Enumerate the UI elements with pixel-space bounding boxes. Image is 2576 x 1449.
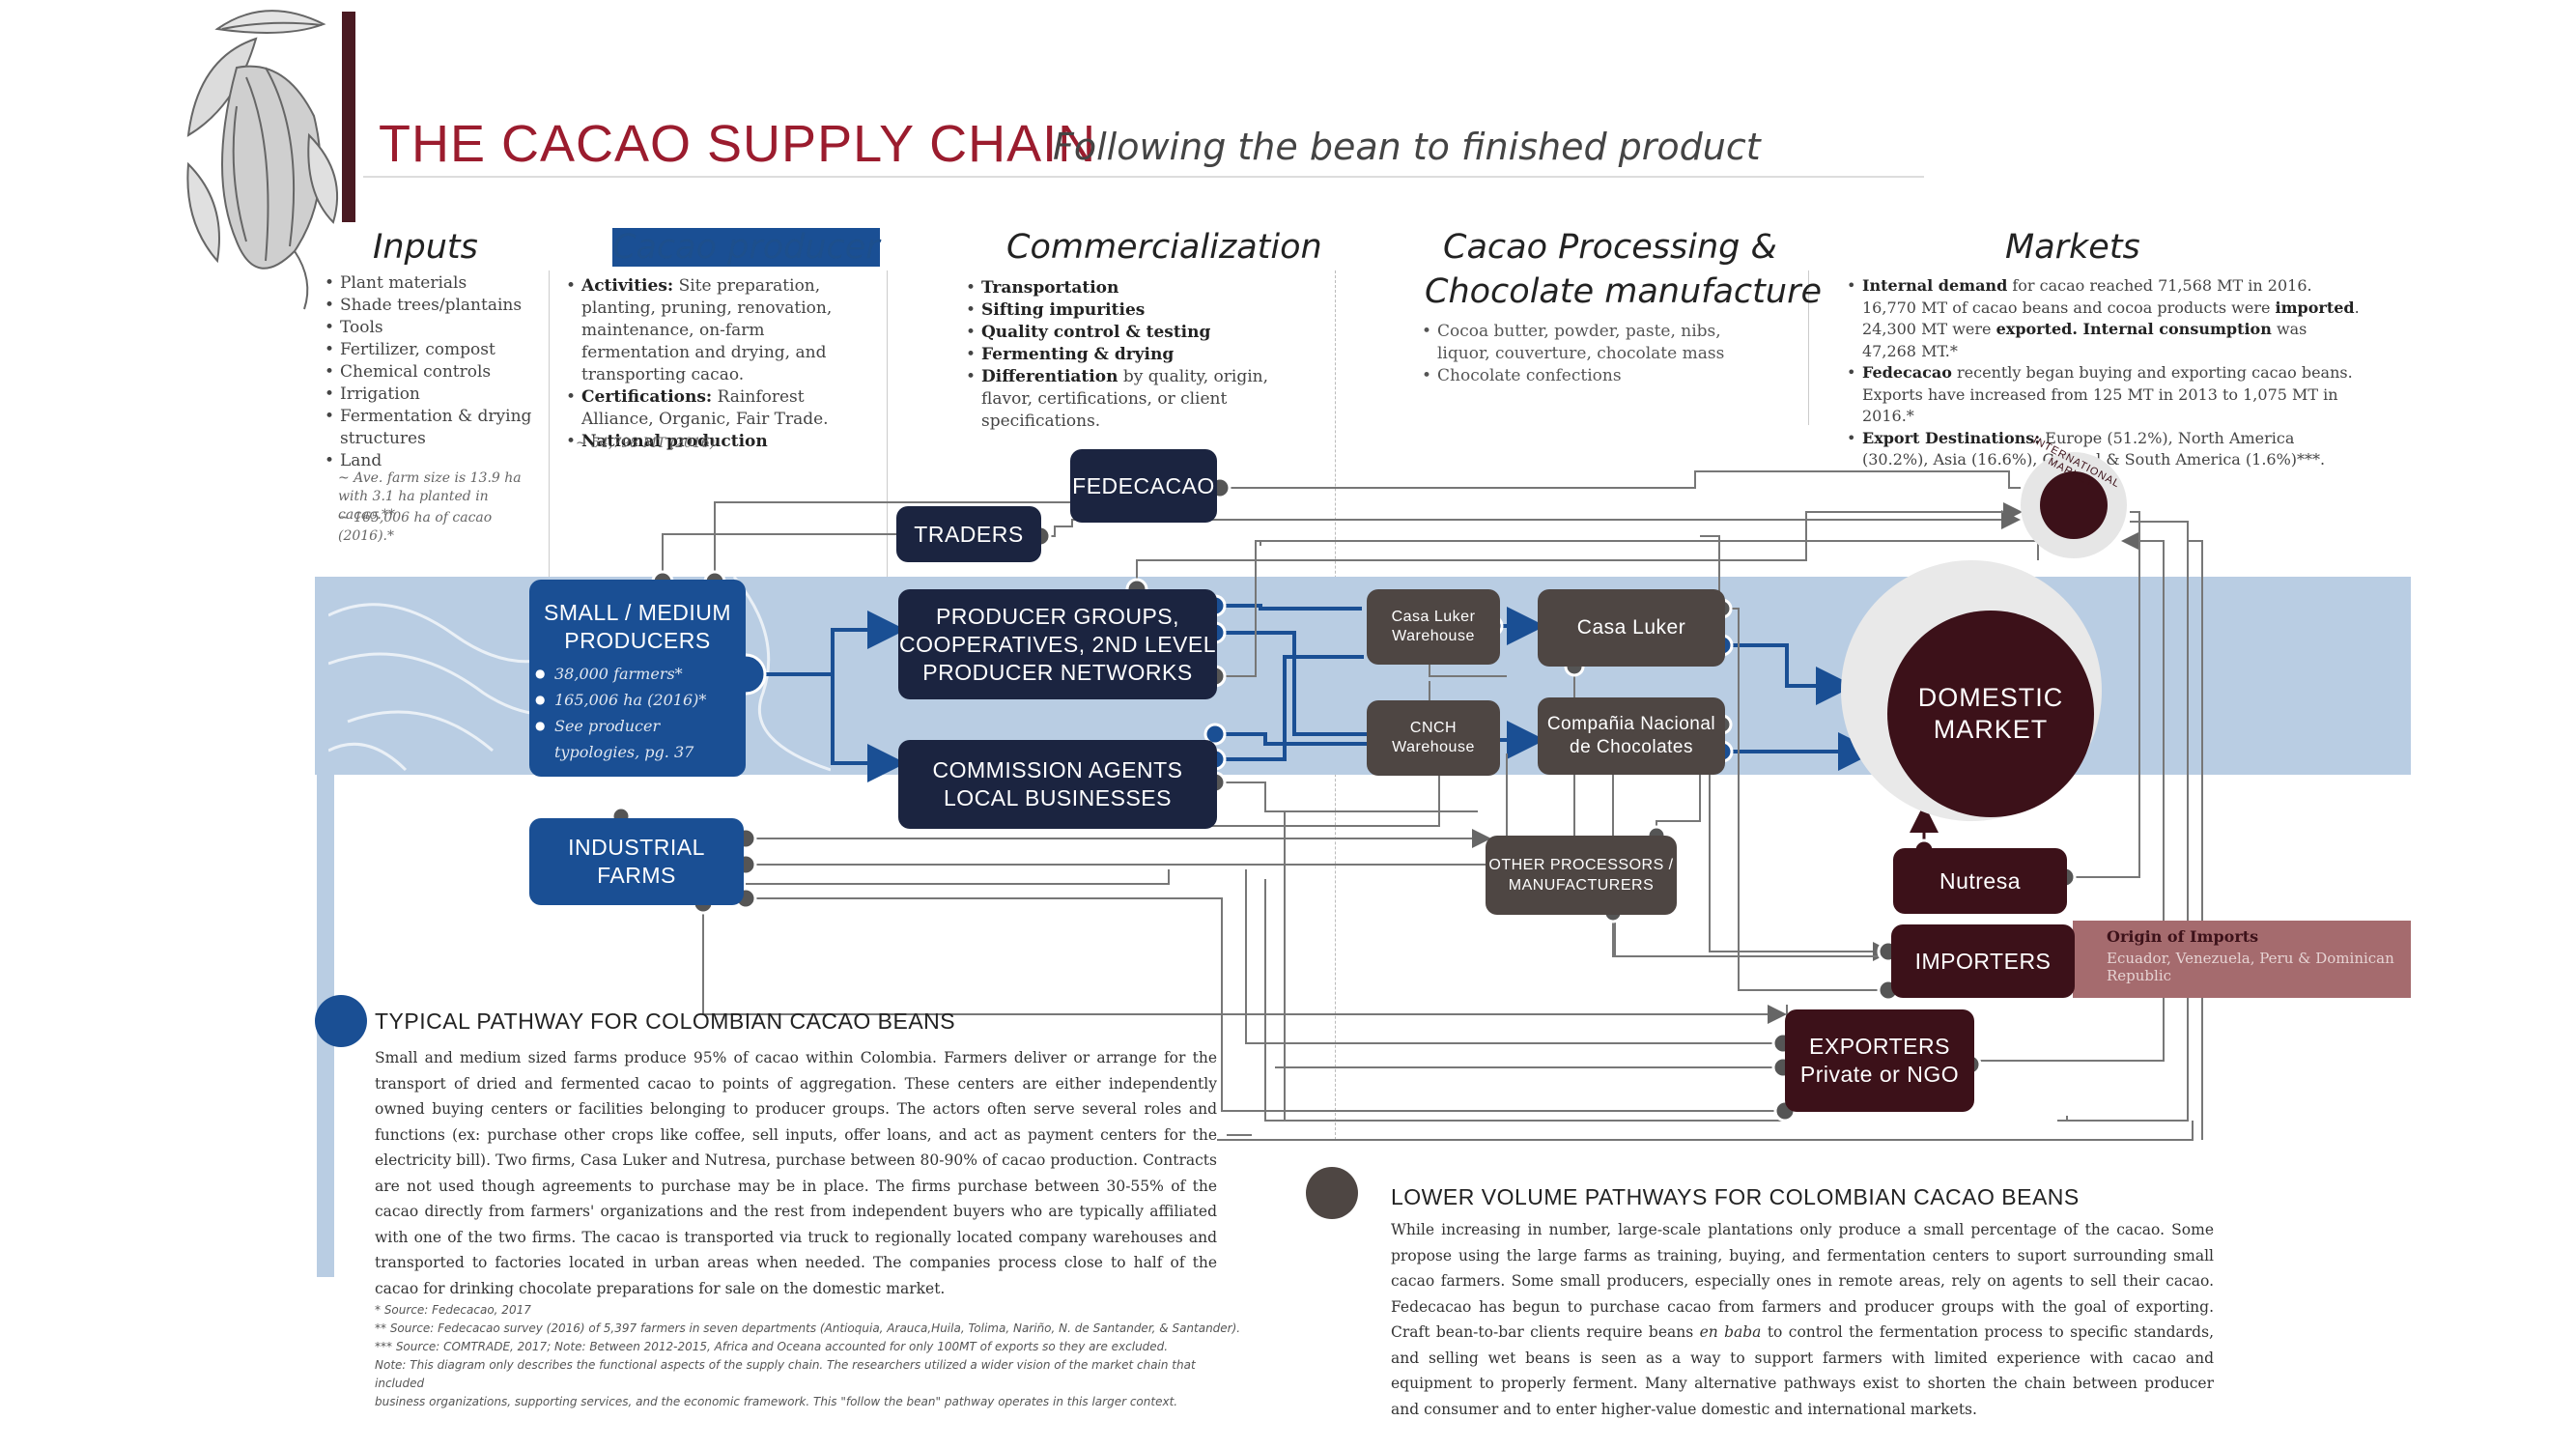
list-item: Fedecacao recently began buying and expo… <box>1847 362 2361 428</box>
exporters-node: EXPORTERS Private or NGO <box>1785 1009 1974 1112</box>
inputs-heading: Inputs <box>373 228 478 267</box>
footnote: *** Source: COMTRADE, 2017; Note: Betwee… <box>375 1340 1169 1353</box>
fedecacao-node: FEDECACAO <box>1070 449 1217 523</box>
origin-of-imports-heading: Origin of Imports <box>2107 927 2259 946</box>
commercialization-heading: Commercialization <box>1006 228 1322 267</box>
list-item: Tools <box>325 317 541 339</box>
list-item: Fertilizer, compost <box>325 339 541 361</box>
cacao-pod-illustration <box>186 10 339 310</box>
list-item: Chemical controls <box>325 361 541 384</box>
list-item: Irrigation <box>325 384 541 406</box>
origin-of-imports-panel <box>2073 921 2411 998</box>
list-item: Cocoa butter, powder, paste, nibs, liquo… <box>1422 321 1750 365</box>
national-production-label: National production <box>581 432 768 451</box>
compania-nacional-node: Compañia Nacional de Chocolates <box>1538 697 1725 775</box>
list-item: Land <box>325 450 541 472</box>
small-medium-producers-node: SMALL / MEDIUM PRODUCERS 38,000 farmers*… <box>529 580 746 777</box>
typical-pathway-dot <box>315 995 367 1047</box>
commission-agents-node: COMMISSION AGENTS LOCAL BUSINESSES <box>898 740 1217 829</box>
importers-node: IMPORTERS <box>1891 924 2075 998</box>
lower-volume-dot <box>1306 1167 1358 1219</box>
footnotes: * Source: Fedecacao, 2017 ** Source: Fed… <box>375 1301 1244 1411</box>
producer-list: Activities: Site preparation, planting, … <box>566 275 856 453</box>
domestic-market-node: DOMESTIC MARKET <box>1887 611 2094 817</box>
activities-label: Activities: <box>581 276 674 296</box>
list-item: Internal demand for cacao reached 71,568… <box>1847 275 2361 362</box>
producer-stats: 38,000 farmers* 165,006 ha (2016)* See p… <box>529 661 746 765</box>
nutresa-node: Nutresa <box>1893 848 2067 914</box>
certifications-label: Certifications: <box>581 387 713 407</box>
list-item: Differentiation by quality, origin, flav… <box>966 366 1294 433</box>
typical-pathway-heading: TYPICAL PATHWAY FOR COLOMBIAN CACAO BEAN… <box>375 1009 956 1034</box>
cnch-warehouse-node: CNCH Warehouse <box>1367 700 1500 776</box>
list-item: Shade trees/plantains <box>325 295 541 317</box>
origin-of-imports-text: Ecuador, Venezuela, Peru & Dominican Rep… <box>2107 950 2394 984</box>
inputs-note: ~ 165,006 ha of cacao (2016).* <box>338 510 493 544</box>
divider <box>549 270 550 580</box>
list-item: Chocolate confections <box>1422 365 1750 387</box>
national-production-note: ~ 54,798 MT (2016) <box>576 436 716 451</box>
list-item: Transportation <box>966 277 1294 299</box>
divider <box>887 270 888 580</box>
international-market-node <box>2040 471 2108 539</box>
markets-heading: Markets <box>2005 228 2140 267</box>
list-item: Sifting impurities <box>966 299 1294 322</box>
page-title: THE CACAO SUPPLY CHAIN <box>379 115 1097 173</box>
traders-node: TRADERS <box>896 506 1041 562</box>
lower-volume-heading: LOWER VOLUME PATHWAYS FOR COLOMBIAN CACA… <box>1391 1184 2080 1209</box>
title-rule <box>363 176 1924 178</box>
typical-pathway-text: Small and medium sized farms produce 95%… <box>375 1049 1217 1297</box>
list-item: Fermentation & drying structures <box>325 406 541 450</box>
producer-groups-node: PRODUCER GROUPS, COOPERATIVES, 2ND LEVEL… <box>898 589 1217 699</box>
title-accent-bar <box>342 12 355 222</box>
footnote: * Source: Fedecacao, 2017 <box>375 1303 531 1317</box>
footnote: ** Source: Fedecacao survey (2016) of 5,… <box>375 1321 1241 1335</box>
lower-volume-text: While increasing in number, large-scale … <box>1391 1221 2214 1418</box>
certifications-text: Rainforest Alliance, Organic, Fair Trade… <box>581 387 829 429</box>
inputs-note: ~ Ave. farm size is 13.9 ha with 3.1 ha … <box>338 470 522 523</box>
list-item: National production <box>566 431 856 453</box>
other-processors-node: OTHER PROCESSORS / MANUFACTURERS <box>1486 836 1677 915</box>
divider <box>1808 270 1809 425</box>
industrial-farms-node: INDUSTRIAL FARMS <box>529 818 744 905</box>
differentiation-text: by quality, origin, flavor, certificatio… <box>981 367 1269 431</box>
inputs-list: Plant materials Shade trees/plantains To… <box>325 272 541 472</box>
markets-list: Internal demand for cacao reached 71,568… <box>1847 275 2361 471</box>
footnote: Note: This diagram only describes the fu… <box>375 1358 1196 1390</box>
footnote: business organizations, supporting servi… <box>375 1395 1178 1408</box>
differentiation-label: Differentiation <box>981 367 1118 386</box>
casa-luker-node: Casa Luker <box>1538 589 1725 667</box>
activities-text: Site preparation, planting, pruning, ren… <box>581 276 833 384</box>
processing-heading-line1: Cacao Processing & <box>1443 228 1777 267</box>
producer-heading: Cacao producer <box>612 228 880 267</box>
list-item: Certifications: Rainforest Alliance, Org… <box>566 386 856 431</box>
list-item: Activities: Site preparation, planting, … <box>566 275 856 386</box>
list-item: Quality control & testing <box>966 322 1294 344</box>
list-item: Plant materials <box>325 272 541 295</box>
page-subtitle: Following the bean to finished product <box>1053 126 1761 168</box>
list-item: Fermenting & drying <box>966 344 1294 366</box>
casa-luker-warehouse-node: Casa Luker Warehouse <box>1367 589 1500 665</box>
commercialization-list: Transportation Sifting impurities Qualit… <box>966 277 1294 433</box>
processing-heading-line2: Chocolate manufacture <box>1425 272 1822 311</box>
processing-list: Cocoa butter, powder, paste, nibs, liquo… <box>1422 321 1750 387</box>
